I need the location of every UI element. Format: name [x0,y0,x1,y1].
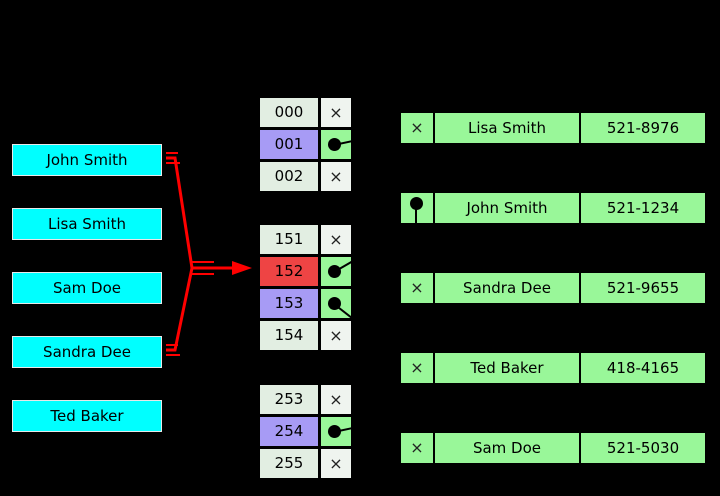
key-box-4[interactable]: Ted Baker [12,400,162,432]
entry-next-pointer-1[interactable] [401,193,433,223]
entry-person-name-1: John Smith [435,193,579,223]
null-icon: × [329,389,343,409]
bucket-index-151: 151 [259,224,319,255]
entry-row-1[interactable]: John Smith 521-1234 [401,193,705,223]
entry-next-pointer-0[interactable]: × [401,113,433,143]
bucket-index-255: 255 [259,448,319,479]
connector-arrowhead-152 [232,261,252,275]
entry-person-name-0: Lisa Smith [435,113,579,143]
null-icon: × [410,118,424,137]
bucket-pointer-154[interactable]: × [320,320,352,351]
bucket-pointer-153[interactable] [320,288,352,319]
key-box-2[interactable]: Sam Doe [12,272,162,304]
pointer-line-icon [415,207,417,223]
bucket-pointer-254[interactable] [320,416,352,447]
bucket-row-000[interactable]: 000 × [259,97,352,128]
key-label: Lisa Smith [48,214,126,233]
connector-sandra-dee-to-152 [166,267,194,352]
entry-phone-number-3: 418-4165 [581,353,705,383]
bucket-index-001: 001 [259,129,319,160]
entry-phone-number-0: 521-8976 [581,113,705,143]
bucket-row-153[interactable]: 153 [259,288,352,319]
bucket-pointer-151[interactable]: × [320,224,352,255]
connector-john-smith-to-152 [166,156,194,269]
key-label: Sandra Dee [43,342,131,361]
bucket-index-253: 253 [259,384,319,415]
entry-next-pointer-3[interactable]: × [401,353,433,383]
bucket-index-000: 000 [259,97,319,128]
entry-row-4[interactable]: × Sam Doe 521-5030 [401,433,705,463]
key-label: Sam Doe [52,278,122,297]
bucket-index-152: 152 [259,256,319,287]
bucket-pointer-255[interactable]: × [320,448,352,479]
pointer-dot-icon [410,197,423,210]
null-icon: × [410,278,424,297]
bucket-group-top: 000 × 001 002 × [259,97,352,193]
entry-next-pointer-2[interactable]: × [401,273,433,303]
bucket-pointer-152[interactable] [320,256,352,287]
bucket-row-151[interactable]: 151 × [259,224,352,255]
entry-person-name-4: Sam Doe [435,433,579,463]
pointer-line-icon [333,303,351,318]
null-icon: × [329,325,343,345]
null-icon: × [329,453,343,473]
bucket-index-002: 002 [259,161,319,192]
bucket-index-153: 153 [259,288,319,319]
bucket-group-middle: 151 × 152 153 154 × [259,224,352,352]
bucket-group-bottom: 253 × 254 255 × [259,384,352,480]
bucket-row-152[interactable]: 152 [259,256,352,287]
bucket-row-255[interactable]: 255 × [259,448,352,479]
bucket-index-154: 154 [259,320,319,351]
null-icon: × [410,358,424,377]
bucket-pointer-253[interactable]: × [320,384,352,415]
entry-person-name-3: Ted Baker [435,353,579,383]
entry-phone-number-1: 521-1234 [581,193,705,223]
key-box-0[interactable]: John Smith [12,144,162,176]
bucket-row-002[interactable]: 002 × [259,161,352,192]
entry-person-name-2: Sandra Dee [435,273,579,303]
entry-row-3[interactable]: × Ted Baker 418-4165 [401,353,705,383]
bucket-pointer-000[interactable]: × [320,97,352,128]
bucket-pointer-002[interactable]: × [320,161,352,192]
null-icon: × [329,229,343,249]
bucket-pointer-001[interactable] [320,129,352,160]
entry-next-pointer-4[interactable]: × [401,433,433,463]
bucket-row-154[interactable]: 154 × [259,320,352,351]
key-label: John Smith [46,150,128,169]
bucket-index-254: 254 [259,416,319,447]
bucket-row-254[interactable]: 254 [259,416,352,447]
entry-row-0[interactable]: × Lisa Smith 521-8976 [401,113,705,143]
key-box-1[interactable]: Lisa Smith [12,208,162,240]
entry-phone-number-2: 521-9655 [581,273,705,303]
null-icon: × [410,438,424,457]
entry-row-2[interactable]: × Sandra Dee 521-9655 [401,273,705,303]
key-box-3[interactable]: Sandra Dee [12,336,162,368]
entry-phone-number-4: 521-5030 [581,433,705,463]
bucket-row-253[interactable]: 253 × [259,384,352,415]
key-label: Ted Baker [50,406,124,425]
null-icon: × [329,102,343,122]
null-icon: × [329,166,343,186]
bucket-row-001[interactable]: 001 [259,129,352,160]
